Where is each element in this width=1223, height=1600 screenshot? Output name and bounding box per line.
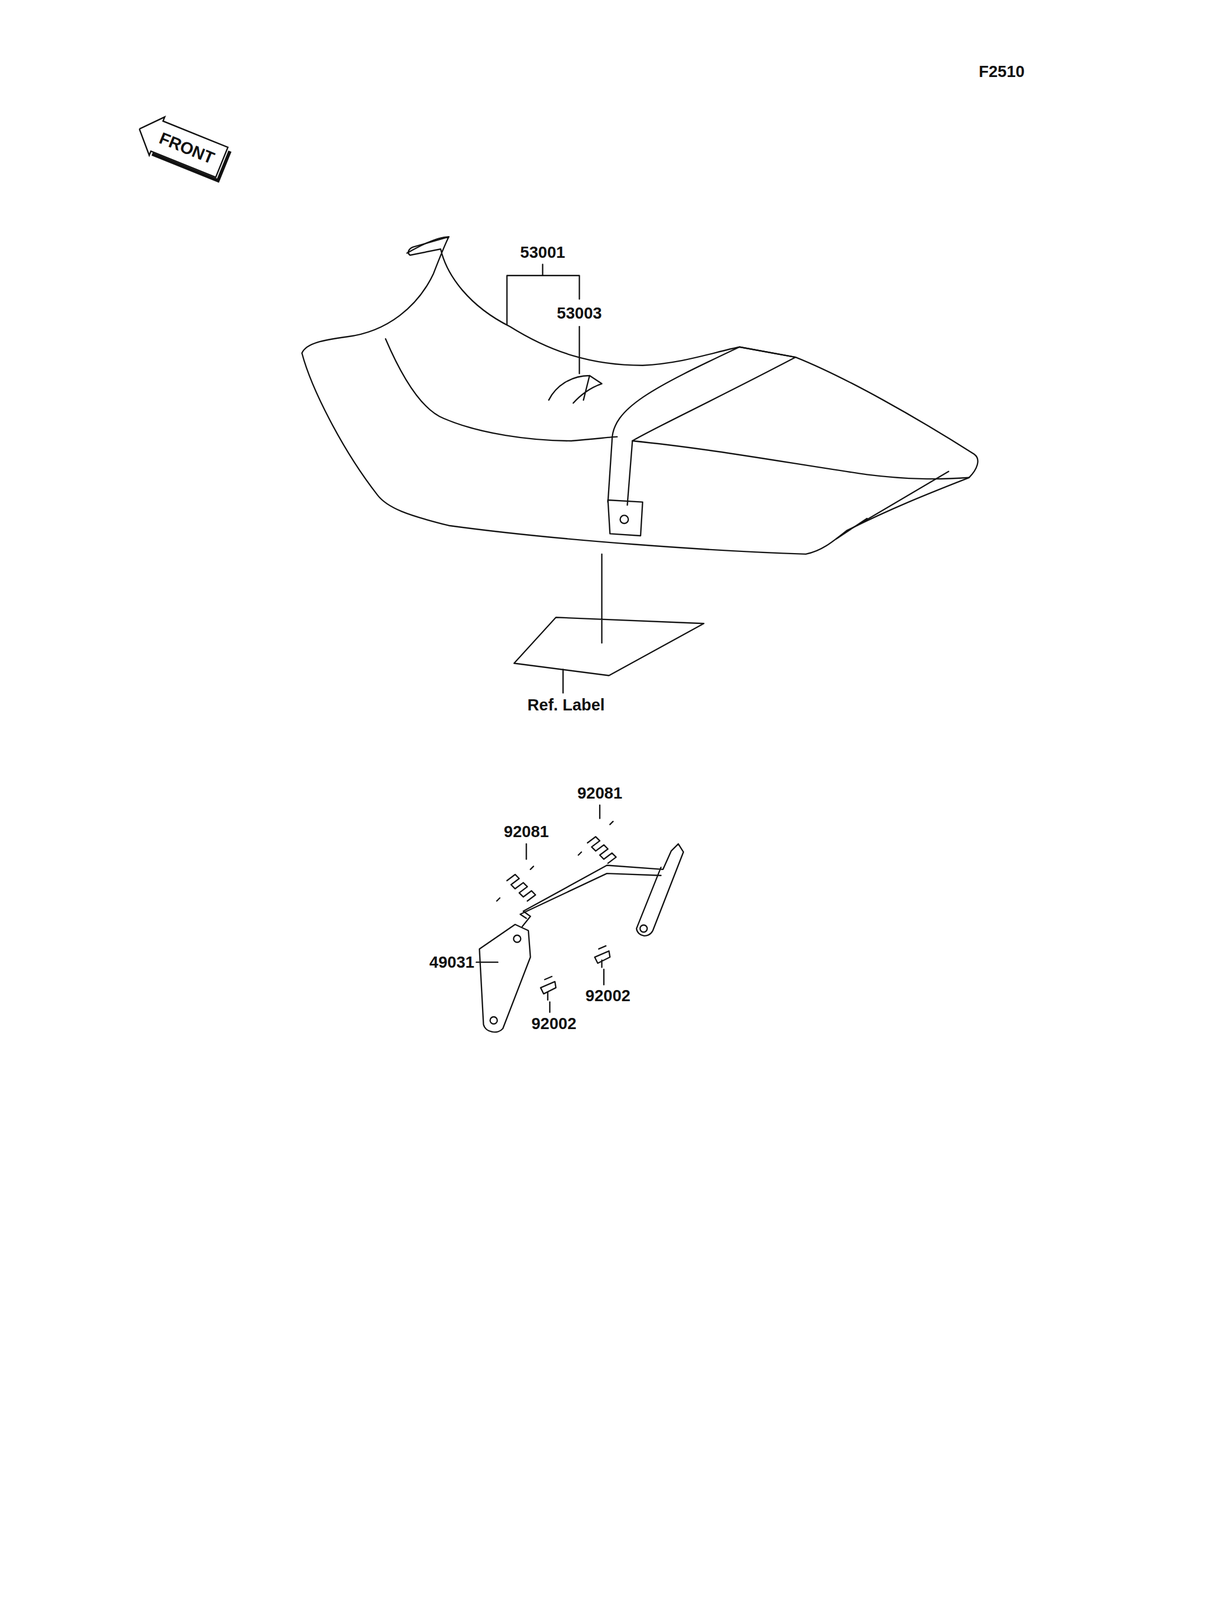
callout-number: 92081 <box>577 784 623 801</box>
callout-number: 53001 <box>519 243 566 260</box>
callout-number: 92081 <box>503 822 550 840</box>
seat-outline <box>301 236 978 555</box>
callout-number: 49031 <box>429 953 475 970</box>
spring <box>507 874 536 902</box>
callout-number: 92002 <box>585 987 631 1004</box>
ref-label <box>513 554 704 676</box>
leader-line <box>603 969 605 985</box>
leader-line <box>599 805 601 819</box>
strap-bolt <box>620 514 629 524</box>
screw <box>594 945 610 967</box>
bracket-hole <box>639 924 648 932</box>
seat-seam <box>632 440 969 479</box>
bracket-rod <box>519 873 661 918</box>
front-arrow: FRONT <box>132 113 229 178</box>
arrow-shadow <box>152 124 230 182</box>
seat-seam <box>836 471 949 539</box>
callout-number: 92002 <box>531 1014 577 1032</box>
spring <box>587 836 616 864</box>
bracket-hole <box>489 1016 498 1024</box>
spring <box>496 821 613 902</box>
leader-line <box>562 668 564 693</box>
bracket-hole <box>513 935 521 943</box>
screw <box>540 976 556 1000</box>
figure-number: F2510 <box>978 63 1025 80</box>
strap-tab <box>608 499 643 536</box>
seat-seam <box>385 338 618 441</box>
seat-lip <box>406 236 449 253</box>
seat-strap <box>608 347 796 505</box>
arrow-shape <box>131 109 230 182</box>
callout-number: 53003 <box>556 305 603 322</box>
seat-notch <box>549 375 603 403</box>
leader-line <box>578 326 580 374</box>
leader-line <box>549 1001 551 1012</box>
leader-line <box>525 843 527 859</box>
seat-bracket <box>479 924 531 1033</box>
leader-line <box>476 961 498 963</box>
part-label: Ref. Label <box>527 696 605 714</box>
